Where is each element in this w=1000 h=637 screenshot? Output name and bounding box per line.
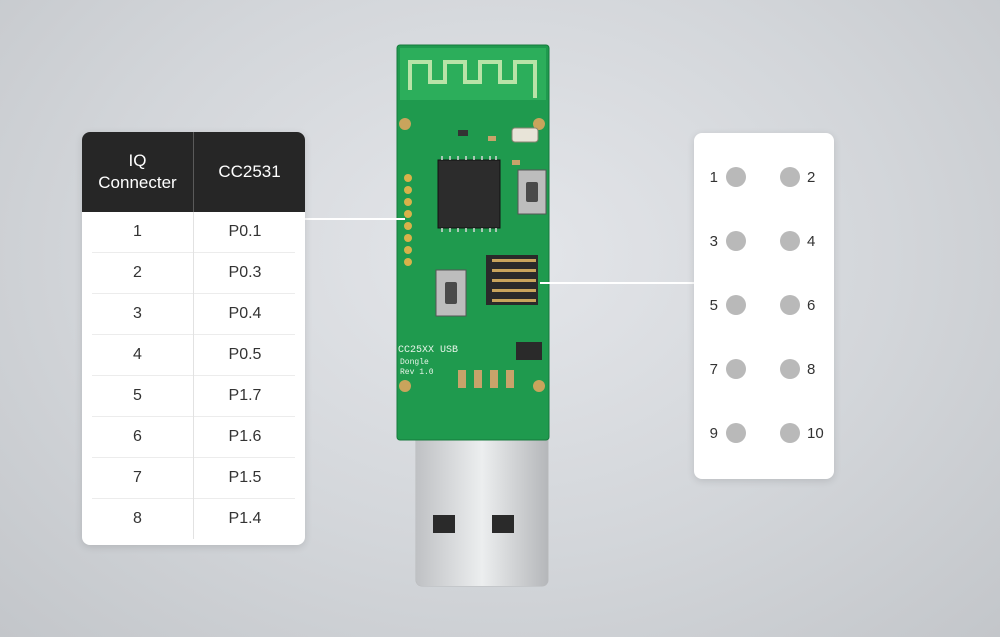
- table-row: 4 P0.5: [92, 335, 295, 376]
- pin-label: 9: [709, 424, 718, 442]
- pin-dot: [780, 295, 800, 315]
- pin-number: 6: [133, 428, 142, 445]
- pin-label: 6: [807, 296, 816, 314]
- port-name: P1.7: [228, 387, 262, 404]
- header-iq-connecter: IQ Connecter: [82, 132, 194, 212]
- pin-label: 3: [709, 232, 718, 250]
- header-connector-line: [540, 282, 694, 284]
- header-pin-1: 1: [706, 167, 746, 187]
- port-name: P0.1: [228, 223, 262, 240]
- pin-dot: [780, 423, 800, 443]
- header-pin-4: 4: [780, 231, 815, 251]
- pin-label: 2: [807, 168, 816, 186]
- pin-dot: [780, 231, 800, 251]
- header-pin-2: 2: [780, 167, 815, 187]
- pin-label: 4: [807, 232, 816, 250]
- table-row: 3 P0.4: [92, 294, 295, 335]
- pin-dot: [780, 359, 800, 379]
- pin-number: 3: [133, 305, 142, 322]
- pin-number: 7: [133, 469, 142, 486]
- usb-hole-left: [433, 515, 455, 533]
- port-name: P1.5: [228, 469, 262, 486]
- port-name: P0.3: [228, 264, 262, 281]
- pin-number: 4: [133, 346, 142, 363]
- pcb-board: [396, 44, 550, 441]
- header-pin-9: 9: [706, 423, 746, 443]
- silkscreen-text-3: Rev 1.0: [400, 368, 434, 377]
- header-pin-5: 5: [706, 295, 746, 315]
- antenna-trace: [408, 60, 537, 98]
- table-connector-line: [305, 218, 405, 220]
- header-cc2531: CC2531: [218, 162, 281, 181]
- pin-number: 5: [133, 387, 142, 404]
- header-pin-diagram: 1 2 3 4 5 6 7 8 9 10: [694, 133, 834, 479]
- header-pin-8: 8: [780, 359, 815, 379]
- port-name: P1.4: [228, 510, 262, 527]
- pin-number: 1: [133, 223, 142, 240]
- debug-pad-column: [404, 174, 412, 266]
- silkscreen-text-1: CC25XX USB: [398, 345, 458, 356]
- port-name: P1.6: [228, 428, 262, 445]
- pin-label: 10: [807, 424, 824, 442]
- pin-label: 7: [709, 360, 718, 378]
- table-row: 6 P1.6: [92, 417, 295, 458]
- pin-dot: [726, 167, 746, 187]
- table-row: 5 P1.7: [92, 376, 295, 417]
- table-row: 8 P1.4: [92, 499, 295, 539]
- port-name: P0.5: [228, 346, 262, 363]
- pin-number: 8: [133, 510, 142, 527]
- usb-hole-right: [492, 515, 514, 533]
- pin-dot: [726, 359, 746, 379]
- header-pin-10: 10: [780, 423, 824, 443]
- table-row: 1 P0.1: [92, 212, 295, 253]
- header-pin-7: 7: [706, 359, 746, 379]
- header-pin-6: 6: [780, 295, 815, 315]
- pin-number: 2: [133, 264, 142, 281]
- cc2531-chip: [437, 159, 501, 229]
- pin-label: 5: [709, 296, 718, 314]
- pin-label: 1: [709, 168, 718, 186]
- table-row: 2 P0.3: [92, 253, 295, 294]
- pin-dot: [726, 295, 746, 315]
- pin-label: 8: [807, 360, 816, 378]
- pin-dot: [726, 231, 746, 251]
- port-name: P0.4: [228, 305, 262, 322]
- silkscreen-text-2: Dongle: [400, 358, 429, 367]
- header-pin-3: 3: [706, 231, 746, 251]
- pin-dot: [726, 423, 746, 443]
- crystal: [511, 127, 539, 143]
- table-row: 7 P1.5: [92, 458, 295, 499]
- table-header: IQ Connecter CC2531: [82, 132, 305, 212]
- pin-dot: [780, 167, 800, 187]
